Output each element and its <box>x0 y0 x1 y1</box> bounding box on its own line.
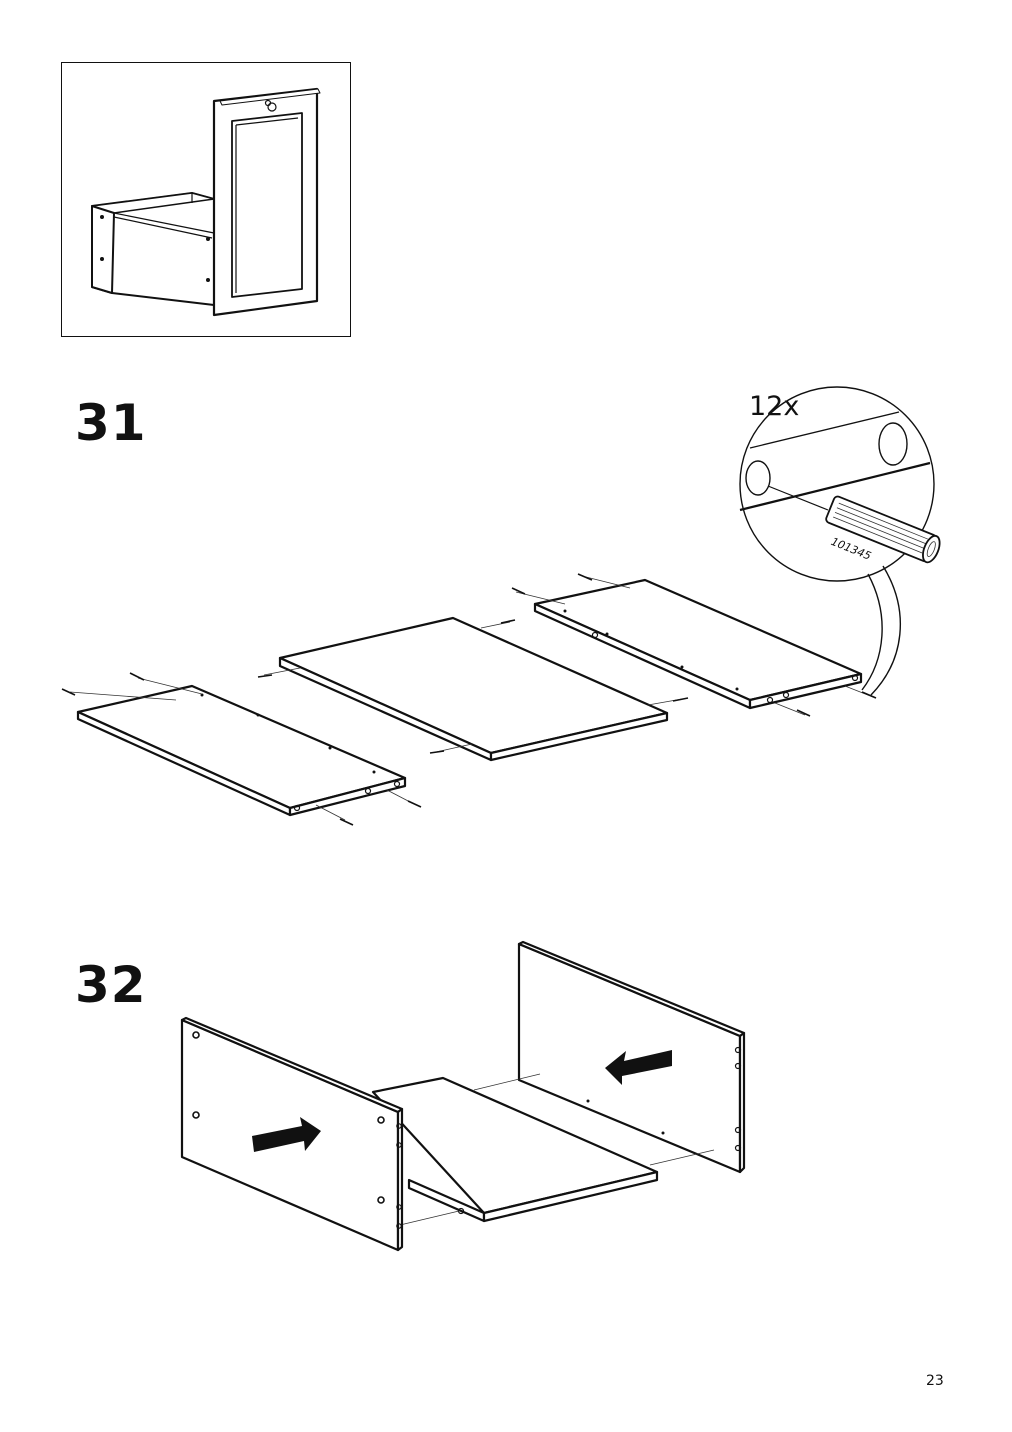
push-arrow-left-icon <box>605 1050 672 1085</box>
board-left <box>69 677 413 821</box>
step-32-number: 32 <box>75 956 147 1014</box>
step-31-number: 31 <box>75 394 147 452</box>
board-right <box>515 575 874 716</box>
board-middle <box>263 616 683 762</box>
overview-frame <box>61 62 351 337</box>
dowel-quantity: 12x <box>749 391 800 422</box>
wooden-dowel-icon <box>61 573 877 826</box>
bottom-board <box>371 1076 659 1226</box>
dowel-detail-callout <box>739 386 941 696</box>
push-arrow-right-icon <box>252 1117 321 1152</box>
page-number: 23 <box>926 1373 944 1389</box>
back-panel <box>473 940 746 1174</box>
assembled-drawer-overview-icon <box>91 87 321 317</box>
